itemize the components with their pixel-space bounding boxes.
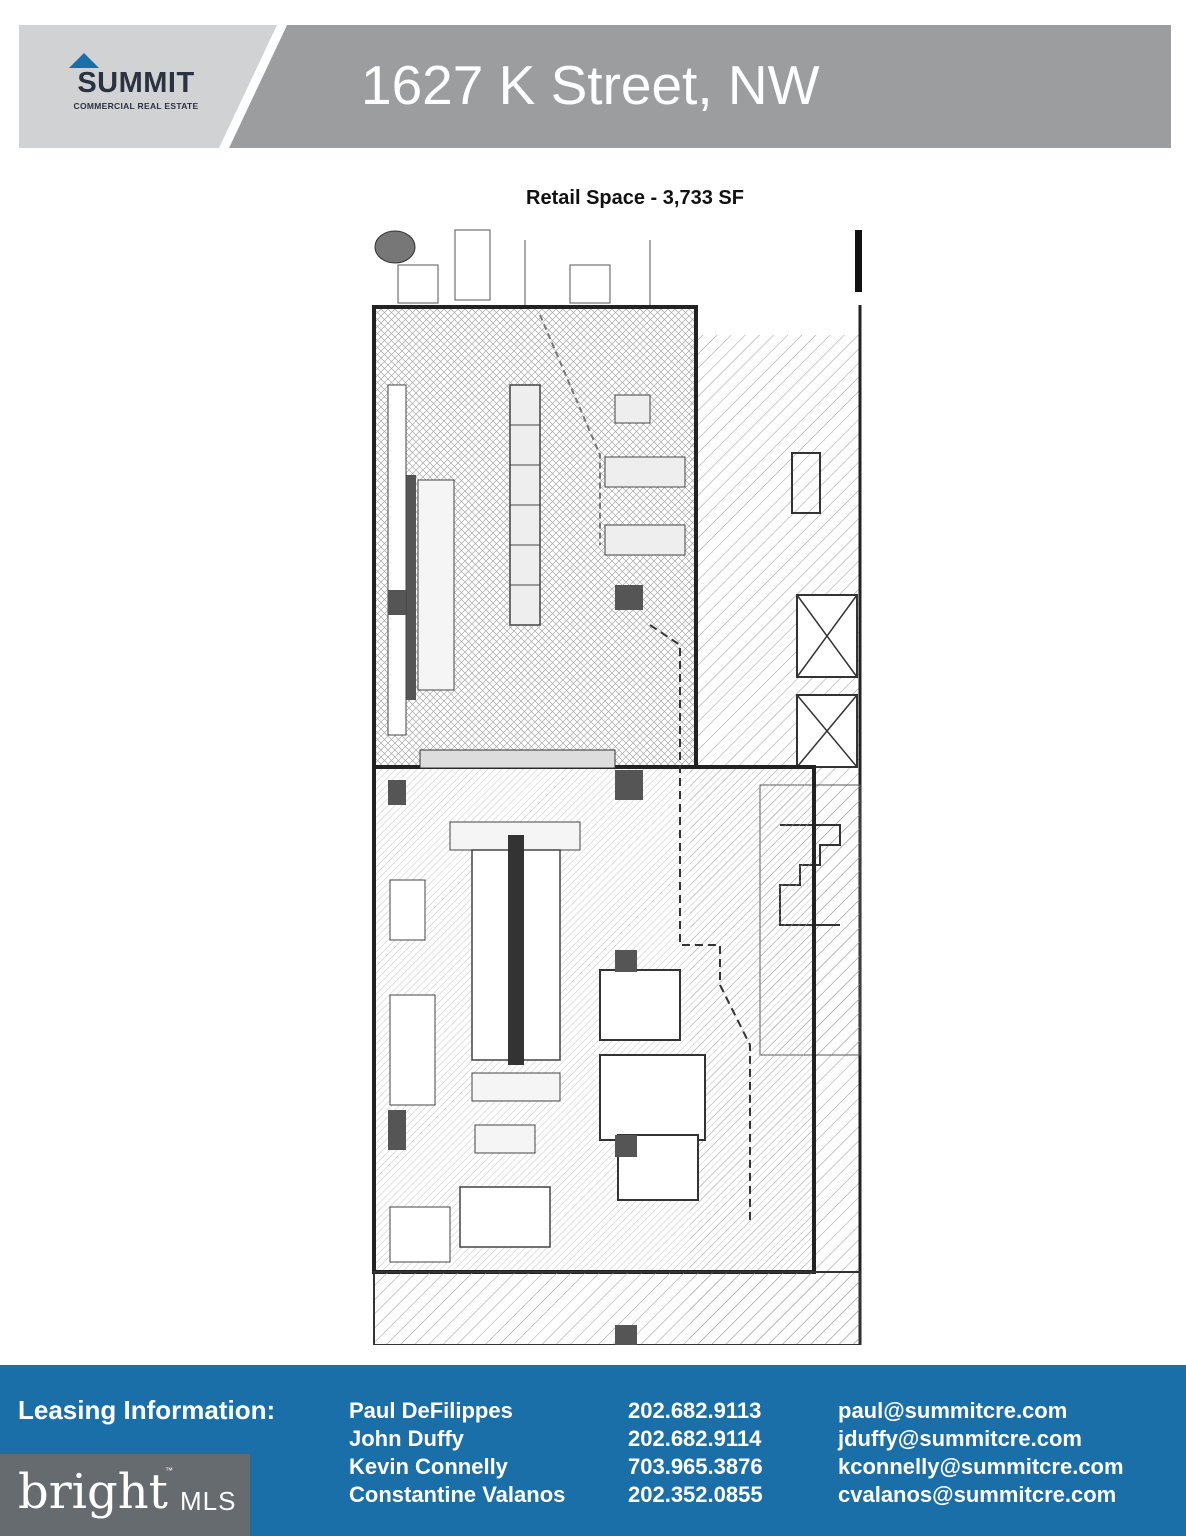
service-counter <box>388 585 643 805</box>
contact-phone[interactable]: 202.352.0855 <box>628 1482 763 1507</box>
mountain-icon <box>69 53 99 68</box>
contact-email[interactable]: kconnelly@summitcre.com <box>838 1454 1124 1479</box>
banquette <box>387 384 455 736</box>
contact-email[interactable]: paul@summitcre.com <box>838 1398 1068 1423</box>
contact-phone[interactable]: 202.682.9114 <box>628 1426 762 1451</box>
contact-names: Paul DeFilippes John Duffy Kevin Connell… <box>349 1397 565 1509</box>
contact-phone[interactable]: 703.965.3876 <box>628 1454 763 1479</box>
bright-wordmark: bright <box>18 1464 168 1520</box>
rear-prep <box>389 1124 551 1263</box>
kitchen-line <box>388 821 581 1150</box>
contact-name: Kevin Connelly <box>349 1454 508 1479</box>
logo-subtitle: COMMERCIAL REAL ESTATE <box>73 101 199 111</box>
contact-emails: paul@summitcre.com jduffy@summitcre.com … <box>838 1397 1124 1509</box>
plan-caption: Retail Space - 3,733 SF <box>526 187 744 209</box>
contact-name: John Duffy <box>349 1426 464 1451</box>
bright-mls-logo: bright ™ MLS <box>0 1454 250 1536</box>
contact-email[interactable]: cvalanos@summitcre.com <box>838 1482 1117 1507</box>
contact-name: Paul DeFilippes <box>349 1398 513 1423</box>
communal-table <box>509 384 541 626</box>
trademark-mark: ™ <box>165 1466 173 1475</box>
mls-label: MLS <box>180 1486 237 1516</box>
leasing-title: Leasing Information: <box>18 1395 276 1425</box>
patio-seating <box>374 229 651 305</box>
contact-name: Constantine Valanos <box>349 1482 566 1507</box>
cafe-tables <box>604 394 686 556</box>
contact-phone[interactable]: 202.682.9113 <box>628 1398 762 1423</box>
header-background <box>19 25 1171 148</box>
leasing-footer: Leasing Information: Paul DeFilippes Joh… <box>0 1365 1186 1536</box>
page-title: 1627 K Street, NW <box>361 54 820 116</box>
header-banner: SUMMIT COMMERCIAL REAL ESTATE 1627 K Str… <box>19 25 1171 148</box>
contact-email[interactable]: jduffy@summitcre.com <box>838 1426 1082 1451</box>
logo-wordmark: SUMMIT <box>77 67 195 99</box>
restrooms <box>599 950 706 1201</box>
kitchen-area <box>372 765 816 1274</box>
contact-phones: 202.682.9113 202.682.9114 703.965.3876 2… <box>628 1397 763 1509</box>
floor-plan <box>372 229 862 1345</box>
summit-logo: SUMMIT COMMERCIAL REAL ESTATE <box>61 53 211 123</box>
